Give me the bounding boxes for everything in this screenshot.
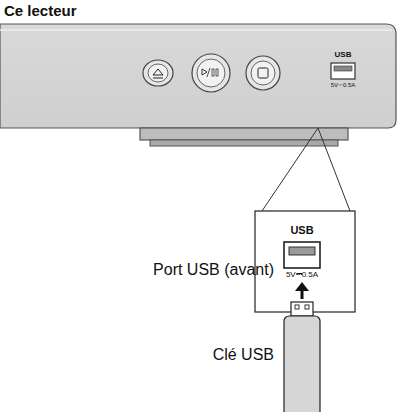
part-label: Clé USB <box>213 346 274 364</box>
insert-arrow <box>295 282 309 299</box>
rating-marking: 5V⎓0.5A <box>331 82 356 89</box>
rating-marking: 5V⎓0.5A <box>286 271 318 280</box>
figure-title: Ce lecteur <box>4 3 77 20</box>
zoom-line <box>262 128 318 211</box>
stop-button <box>246 56 280 90</box>
play-pause-button <box>192 54 230 92</box>
player-body <box>0 24 396 128</box>
body-edge <box>0 29 392 31</box>
usb-port-small <box>331 63 355 79</box>
port-marking: USB <box>335 51 352 60</box>
port-marking: USB <box>290 224 313 236</box>
usb-port-large <box>284 242 320 268</box>
eject-button <box>143 60 173 86</box>
usb-stick <box>284 302 320 412</box>
part-label: Port USB (avant) <box>153 261 274 279</box>
zoom-line <box>318 128 350 211</box>
